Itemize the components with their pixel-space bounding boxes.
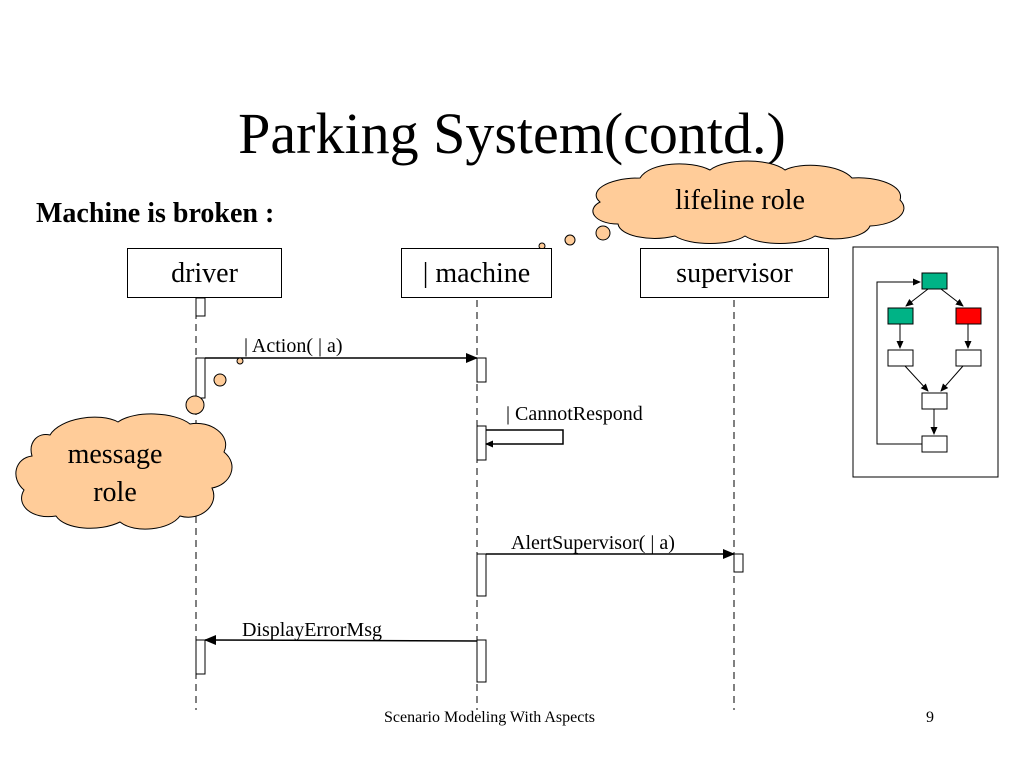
lifeline-supervisor: supervisor	[640, 248, 829, 298]
thumb-node	[887, 349, 914, 367]
message-role-text-line2: role	[93, 477, 137, 508]
lifeline-role-cloud	[538, 160, 905, 250]
driver-activation	[195, 297, 206, 317]
thumb-node-right	[955, 307, 982, 325]
message-label-action: | Action( | a)	[244, 335, 343, 357]
driver-activation	[195, 357, 206, 399]
thumb-node	[955, 349, 982, 367]
slide-subtitle: Machine is broken :	[36, 198, 275, 229]
message-label-cannot-respond: | CannotRespond	[506, 403, 643, 425]
page-number: 9	[926, 709, 934, 726]
machine-activation	[476, 425, 487, 461]
lifeline-driver: driver	[127, 248, 282, 298]
thumb-node	[921, 392, 948, 410]
lifeline-machine: | machine	[401, 248, 552, 298]
thumbnail-graph	[852, 246, 999, 478]
message-role-text-line1: message	[67, 439, 163, 470]
machine-activation	[476, 357, 487, 383]
lifeline-role-text: lifeline role	[675, 185, 805, 216]
message-role-cloud	[15, 357, 244, 530]
thumb-node-top	[921, 272, 948, 290]
thumb-node	[921, 435, 948, 453]
message-label-display-error: DisplayErrorMsg	[242, 619, 382, 641]
slide-title: Parking System(contd.)	[238, 101, 786, 166]
cannot-respond-self-arrow	[485, 429, 564, 448]
machine-activation	[476, 553, 487, 597]
thumb-node-left	[887, 307, 914, 325]
driver-activation	[195, 639, 206, 675]
display-error-arrow	[204, 635, 478, 646]
machine-activation	[476, 639, 487, 683]
supervisor-activation	[733, 553, 744, 573]
footer-caption: Scenario Modeling With Aspects	[384, 709, 596, 726]
message-label-alert-supervisor: AlertSupervisor( | a)	[511, 532, 675, 554]
